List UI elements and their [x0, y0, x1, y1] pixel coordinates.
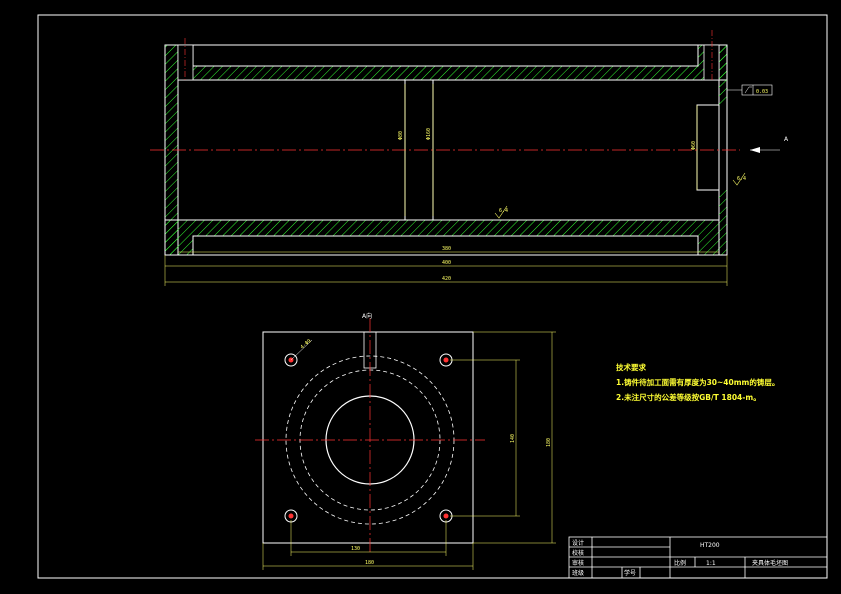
technical-notes: 技术要求 1.铸件待加工面需有厚度为30~40mm的铸层。 2.未注尺寸的公差等…	[616, 362, 779, 402]
side-view: 4-Φ9 A向 130 180 140 180	[255, 312, 556, 570]
dim-right-inner: 140	[510, 434, 516, 443]
dim-bottom-inner: 130	[351, 546, 360, 552]
dim-right-overall: 180	[546, 438, 552, 447]
roughness-mark: 6.4	[499, 208, 508, 214]
tolerance-value: 0.03	[756, 89, 768, 95]
dim-outer: Φ160	[426, 128, 432, 140]
dim-inner-length: 380	[442, 246, 451, 252]
tb-material: HT200	[700, 542, 720, 549]
tb-design: 设计	[572, 539, 584, 547]
dim-overall-length: 420	[442, 276, 451, 282]
corner-holes	[284, 353, 453, 523]
right-bore	[696, 104, 720, 191]
side-dim-lines	[262, 331, 556, 570]
notes-heading: 技术要求	[616, 362, 646, 372]
tb-student-id: 学号	[624, 569, 636, 577]
tb-class: 班级	[572, 569, 584, 577]
dim-mid-length: 400	[442, 260, 451, 266]
top-wall-section	[165, 44, 728, 81]
view-arrow-label: A	[784, 136, 789, 143]
side-view-label: A向	[362, 312, 372, 320]
hole-label: 4-Φ9	[299, 338, 312, 350]
notes-line-2: 2.未注尺寸的公差等级按GB/T 1804-m。	[616, 392, 761, 402]
notes-line-1: 1.铸件待加工面需有厚度为30~40mm的铸层。	[616, 377, 779, 387]
dim-bottom-overall: 180	[365, 560, 374, 566]
tb-review: 审核	[572, 559, 584, 567]
title-block	[568, 536, 828, 579]
tb-drawing-name: 夹具体毛坯图	[752, 559, 788, 567]
tb-scale-value: 1:1	[706, 560, 716, 567]
tb-check: 校核	[572, 549, 584, 557]
dim-flange: Φ60	[691, 141, 697, 150]
dim-bore: Φ80	[398, 131, 404, 140]
roughness-mark-right: 6.4	[737, 176, 746, 182]
front-view: Φ80 Φ160 Φ60 380 400 420 6.4 6.4 0.03 A	[150, 30, 789, 286]
tb-scale-label: 比例	[674, 559, 686, 567]
drawing-frame	[37, 14, 828, 579]
dim-lines	[164, 251, 728, 286]
